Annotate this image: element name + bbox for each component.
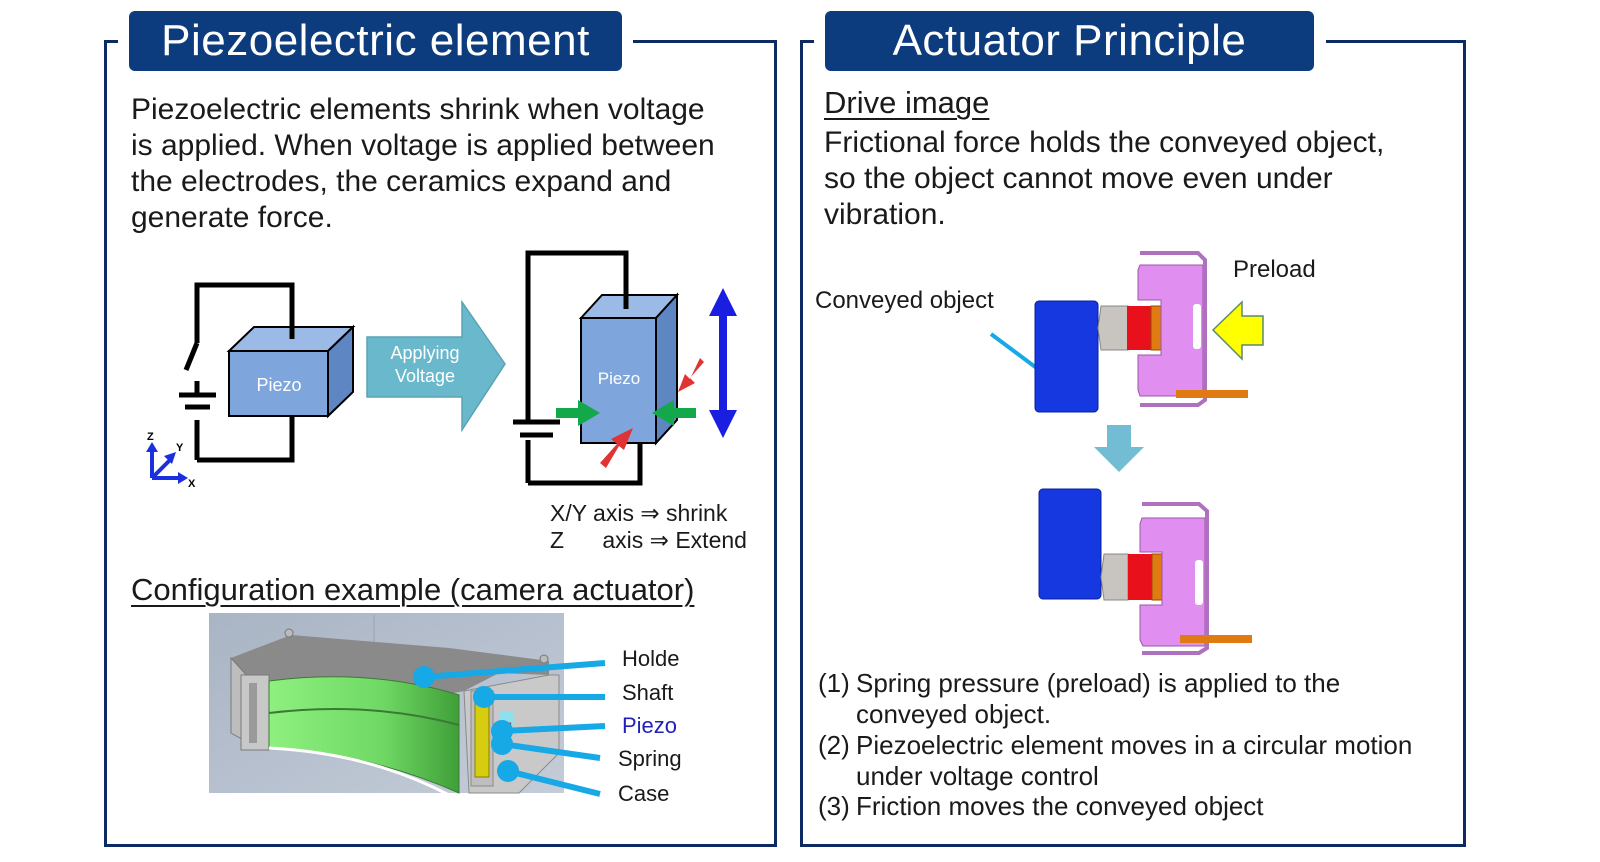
- axis-x-label: X: [188, 478, 196, 490]
- config-heading: Configuration example (camera actuator): [131, 572, 695, 607]
- callout-line-piezo: [501, 723, 606, 734]
- step-1-number: (1): [818, 668, 850, 698]
- circuit-after: [525, 250, 643, 486]
- left-frame-top-left: [104, 40, 118, 43]
- drive-image-heading: Drive image: [824, 85, 990, 120]
- applying-voltage-label-2: Voltage: [395, 366, 455, 386]
- right-frame-top-right: [1326, 40, 1466, 43]
- callout-label-piezo: Piezo: [622, 713, 678, 738]
- red-arrow-top-icon: [678, 358, 704, 392]
- caption-xy-shrink: X/Y axis ⇒ shrink: [550, 500, 728, 526]
- green-arrow-right-icon: [652, 400, 696, 426]
- axes-icon: [146, 442, 188, 484]
- callout-label-shaft: Shaft: [622, 680, 674, 705]
- green-arrow-left-icon: [556, 400, 600, 426]
- preload-arrow-icon: [1211, 300, 1264, 361]
- callout-label-holder: Holde: [622, 646, 680, 671]
- extend-double-arrow-icon: [709, 288, 737, 438]
- piezo-diagram: Piezo Z Y X Applying Voltage Piezo: [146, 250, 737, 490]
- conveyed-object-label: Conveyed object: [815, 287, 994, 314]
- transition-down-arrow: [1094, 425, 1144, 472]
- right-description: Frictional force holds the conveyed obje…: [824, 126, 1385, 231]
- callout-line-holder: [423, 660, 606, 680]
- piezo-red-element: [1127, 306, 1151, 350]
- circuit-before: [183, 282, 295, 463]
- piezo-block-before: [226, 324, 356, 419]
- left-panel-frame: [104, 41, 777, 847]
- left-panel-title: Piezoelectric element: [129, 11, 622, 71]
- callout-label-spring: Spring: [618, 746, 682, 771]
- callout-line-spring: [501, 741, 601, 761]
- axis-y-label: Y: [176, 442, 184, 454]
- right-panel-title: Actuator Principle: [825, 11, 1314, 71]
- preload-label: Preload: [1233, 256, 1316, 283]
- step-3: (3) Friction moves the conveyed object: [818, 791, 1264, 822]
- actuator-state-after: [1038, 488, 1252, 655]
- callout-label-case: Case: [618, 781, 670, 806]
- conveyed-object-block: [1034, 300, 1099, 413]
- step-2-number: (2): [818, 730, 850, 760]
- actuator-state-before: [1034, 251, 1248, 413]
- caption-z-extend: Z axis ⇒ Extend: [550, 527, 747, 553]
- axis-z-label: Z: [147, 431, 154, 443]
- applying-voltage-arrow: [366, 299, 506, 433]
- step-3-number: (3): [818, 791, 850, 821]
- step-1: (1) Spring pressure (preload) is applied…: [818, 668, 1340, 730]
- applying-voltage-label-1: Applying: [390, 343, 459, 363]
- callout-line-case: [507, 768, 601, 797]
- piezo-label-before: Piezo: [256, 375, 301, 395]
- callout-lines: [413, 660, 606, 797]
- left-description: Piezoelectric elements shrink when volta…: [131, 93, 715, 234]
- red-arrow-bottom-icon: [600, 428, 633, 468]
- right-panel-frame: [800, 41, 1466, 847]
- step-2: (2) Piezoelectric element moves in a cir…: [818, 730, 1412, 792]
- left-frame-top-right: [633, 40, 777, 43]
- step-1-text: Spring pressure (preload) is applied to …: [856, 668, 1341, 729]
- step-2-text: Piezoelectric element moves in a circula…: [856, 730, 1413, 791]
- step-3-text: Friction moves the conveyed object: [856, 791, 1264, 821]
- right-frame-top-left: [800, 40, 814, 43]
- piezo-label-after: Piezo: [598, 369, 641, 388]
